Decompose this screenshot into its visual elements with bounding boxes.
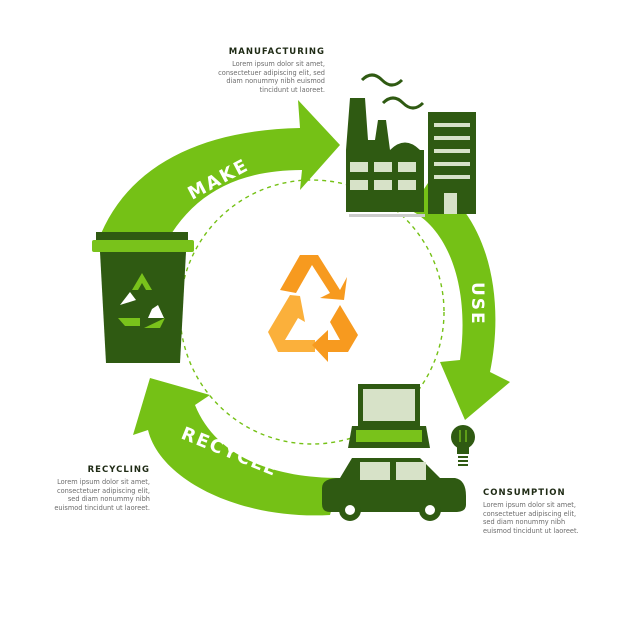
make-arrow: MAKE: [95, 100, 340, 255]
consumption-line: consectetuer adipiscing elit,: [483, 509, 577, 518]
consumption-title: CONSUMPTION: [483, 488, 566, 498]
laptop-icon: [348, 384, 430, 448]
recycling-line: sed diam nonummy nibh: [67, 495, 150, 504]
bin-recycle-symbol-icon: [118, 273, 165, 328]
recycling-line: Lorem ipsum dolor sit amet,: [57, 478, 150, 486]
manufacturing-line: consectetuer adipiscing elit, sed: [218, 68, 325, 77]
car-icon: [322, 458, 466, 521]
consumption-line: Lorem ipsum dolor sit amet,: [483, 501, 576, 509]
consumption-line: euismod tincidunt ut laoreet.: [483, 526, 579, 535]
recycling-title: RECYCLING: [87, 465, 150, 475]
consumption-line: sed diam nonummy nibh: [483, 518, 566, 527]
use-label: USE: [467, 282, 487, 326]
manufacturing-title: MANUFACTURING: [228, 47, 325, 57]
office-building-icon: [428, 112, 476, 214]
manufacturing-line: tincidunt ut laoreet.: [259, 85, 325, 94]
recycle-symbol-icon: [268, 255, 358, 362]
lightbulb-icon: [451, 425, 475, 466]
recycling-description: RECYCLING Lorem ipsum dolor sit amet, co…: [45, 465, 150, 512]
manufacturing-description: MANUFACTURING Lorem ipsum dolor sit amet…: [200, 47, 325, 94]
manufacturing-line: diam nonummy nibh euismod: [226, 77, 325, 86]
use-arrow: USE: [410, 180, 510, 420]
dashed-cycle-ring: [179, 179, 445, 445]
manufacturing-line: Lorem ipsum dolor sit amet,: [232, 60, 325, 68]
recycle-arrow: RECYCLE: [133, 378, 340, 516]
recycle-bin-icon: [92, 232, 194, 363]
recycling-line: euismod tincidunt ut laoreet.: [54, 503, 150, 512]
recycling-line: consectetuer adipiscing elit,: [56, 486, 150, 495]
consumption-description: CONSUMPTION Lorem ipsum dolor sit amet, …: [483, 488, 598, 535]
factory-icon: [346, 73, 425, 217]
